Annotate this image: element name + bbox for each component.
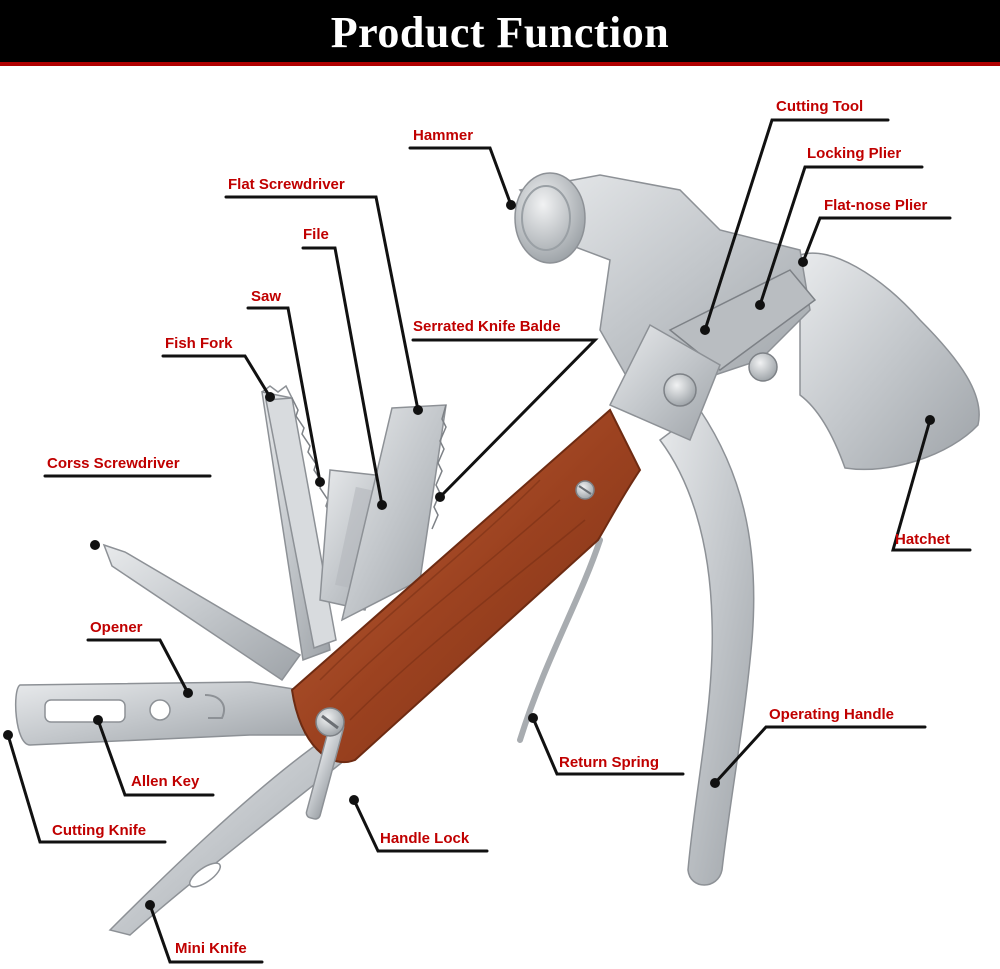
leader-hatchet <box>891 418 972 552</box>
rivet-front-slot <box>321 714 339 730</box>
label-cutting-knife: Cutting Knife <box>52 822 147 839</box>
return-spring-shape <box>517 537 603 743</box>
hatchet-head <box>799 252 980 471</box>
rivet-plier <box>748 352 778 382</box>
hammer-face-ring <box>521 185 571 251</box>
bottle-opener-hook <box>204 694 225 719</box>
leader-serrated-knife <box>411 338 599 499</box>
label-hammer: Hammer <box>413 127 474 144</box>
label-cross-screwdriver: Corss Screwdriver <box>47 455 180 472</box>
leader-lines <box>6 118 972 964</box>
saw-blade <box>265 397 337 650</box>
leader-flat-screwdriver <box>224 195 420 412</box>
opener-hole <box>149 699 171 721</box>
cross-screwdriver-blade <box>102 543 302 682</box>
label-fish-fork: Fish Fork <box>165 335 233 352</box>
leader-flat-nose-plier <box>801 216 952 264</box>
leader-handle-lock <box>352 798 489 853</box>
label-handle-lock: Handle Lock <box>380 830 470 847</box>
leader-saw <box>246 306 322 484</box>
wood-grip <box>290 408 642 764</box>
leader-cutting-tool <box>703 118 890 332</box>
page-title: Product Function <box>330 8 670 57</box>
leader-hammer <box>408 146 513 207</box>
operating-handle-shape <box>658 408 755 886</box>
allen-key-slot <box>44 699 126 723</box>
wood-grain <box>319 479 586 721</box>
rivet-pivot <box>663 373 697 407</box>
header-accent-rule <box>0 62 1000 66</box>
leader-dots <box>3 200 935 910</box>
leader-return-spring <box>531 716 685 776</box>
leader-allen-key <box>96 718 215 797</box>
label-cutting-tool: Cutting Tool <box>776 98 864 115</box>
label-flat-nose-plier: Flat-nose Plier <box>824 197 928 214</box>
label-mini-knife: Mini Knife <box>175 940 247 957</box>
leader-fish-fork <box>161 354 272 399</box>
leader-cutting-knife <box>6 733 167 844</box>
label-locking-plier: Locking Plier <box>807 145 902 162</box>
hammer-face <box>514 172 586 264</box>
fish-fork-teeth <box>261 384 293 399</box>
rivet-middle-slot <box>578 485 592 495</box>
leader-operating-handle <box>713 725 927 785</box>
label-saw: Saw <box>251 288 282 305</box>
leader-opener <box>86 638 190 695</box>
label-allen-key: Allen Key <box>131 773 200 790</box>
leader-file <box>301 246 384 507</box>
label-flat-screwdriver: Flat Screwdriver <box>228 176 345 193</box>
handle-bolster <box>608 323 721 441</box>
leader-mini-knife <box>148 903 264 964</box>
label-file: File <box>303 226 329 243</box>
header-bar <box>0 0 1000 62</box>
mini-knife-nail-nick <box>188 862 222 888</box>
label-opener: Opener <box>90 619 143 636</box>
serrated-edge <box>431 404 447 530</box>
label-operating-handle: Operating Handle <box>769 706 895 723</box>
leader-locking-plier <box>758 165 924 307</box>
label-return-spring: Return Spring <box>559 754 659 771</box>
label-serrated-knife: Serrated Knife Balde <box>413 318 561 335</box>
label-hatchet: Hatchet <box>895 531 951 548</box>
